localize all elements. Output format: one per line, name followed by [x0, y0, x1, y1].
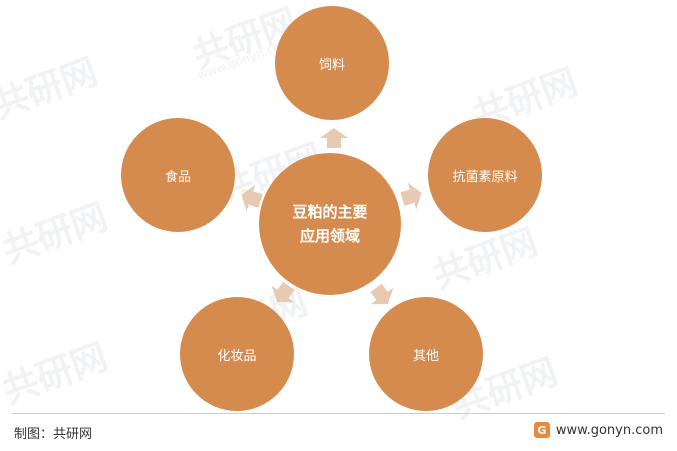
node-food: 食品 [121, 118, 235, 232]
node-cosmetics: 化妆品 [180, 297, 294, 411]
node-label: 抗菌素原料 [452, 169, 518, 185]
arrow-up-icon [320, 128, 348, 148]
center-node-title-line1: 豆粕的主要 [292, 203, 368, 221]
node-label: 饲料 [318, 57, 345, 73]
center-node: 豆粕的主要 应用领域 [259, 153, 401, 295]
node-feed: 饲料 [275, 6, 389, 120]
node-antibacterial: 抗菌素原料 [428, 118, 542, 232]
application-diagram: 豆粕的主要 应用领域 饲料 抗菌素原料 其他 化妆品 食品 [121, 6, 542, 411]
node-label: 化妆品 [217, 348, 257, 364]
arrow-down-right-icon [370, 283, 394, 305]
node-other: 其他 [369, 297, 483, 411]
arrow-up-left-icon [241, 184, 263, 212]
footer-divider [12, 413, 665, 414]
node-label: 食品 [164, 169, 191, 185]
node-label: 其他 [412, 348, 439, 364]
gonyn-logo-icon: G [533, 422, 550, 438]
center-node-title-line2: 应用领域 [299, 227, 360, 245]
arrow-down-left-icon [271, 281, 295, 303]
brand-link: G www.gonyn.com [533, 422, 663, 438]
arrow-up-right-icon [400, 182, 422, 210]
source-credit: 制图：共研网 [14, 427, 93, 442]
brand-url: www.gonyn.com [555, 422, 663, 438]
